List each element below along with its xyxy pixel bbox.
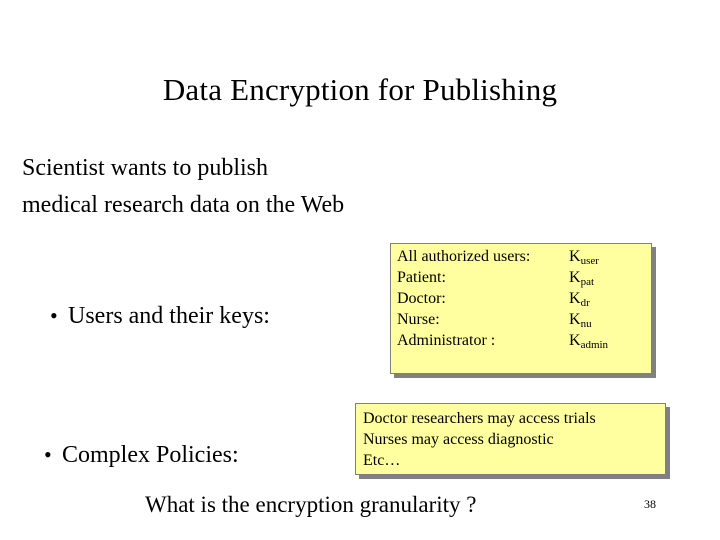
table-row: Administrator : Kadmin [397, 333, 645, 354]
bullet-complex-policies: • Complex Policies: [44, 442, 239, 469]
key-name-value: Kadmin [569, 333, 645, 354]
key-role-label: Patient: [397, 269, 446, 286]
key-name-value: Knu [569, 312, 645, 333]
table-row: All authorized users: Kuser [397, 249, 645, 270]
page-title: Data Encryption for Publishing [162, 72, 558, 107]
key-base: K [569, 290, 581, 307]
closing-question: What is the encryption granularity ? [145, 492, 477, 517]
table-row: Doctor: Kdr [397, 291, 645, 312]
intro-line-2: medical research data on the Web [22, 192, 345, 218]
bullet-marker-icon: • [50, 303, 58, 328]
key-subscript: user [580, 255, 599, 267]
key-subscript: admin [580, 339, 609, 351]
key-subscript: nu [580, 318, 592, 330]
key-base: K [569, 311, 581, 328]
bullet-policies-label: Complex Policies: [62, 442, 239, 468]
table-row: Nurse: Knu [397, 312, 645, 333]
key-name-value: Kpat [569, 270, 645, 291]
page-number: 38 [644, 497, 656, 511]
key-base: K [569, 332, 581, 349]
key-name-value: Kuser [569, 249, 645, 270]
keys-table: All authorized users: Kuser Patient: Kpa… [397, 249, 645, 354]
key-role-label: Doctor: [397, 290, 446, 307]
key-base: K [569, 269, 581, 286]
key-subscript: dr [580, 297, 590, 309]
bullet-users-label: Users and their keys: [68, 303, 270, 329]
policies-callout-box: Doctor researchers may access trials Nur… [355, 403, 666, 475]
keys-callout-box: All authorized users: Kuser Patient: Kpa… [390, 243, 652, 374]
table-row: Patient: Kpat [397, 270, 645, 291]
policy-line: Etc… [363, 452, 401, 470]
bullet-users-and-keys: • Users and their keys: [50, 303, 270, 330]
intro-line-1: Scientist wants to publish [22, 155, 268, 181]
policy-line: Doctor researchers may access trials [363, 410, 596, 427]
bullet-marker-icon: • [44, 442, 52, 467]
key-role-label: All authorized users: [397, 248, 531, 265]
key-subscript: pat [580, 276, 595, 288]
key-role-label: Nurse: [397, 311, 440, 328]
policy-line: Nurses may access diagnostic [363, 431, 554, 449]
key-role-label: Administrator : [397, 332, 496, 349]
key-base: K [569, 248, 581, 265]
key-name-value: Kdr [569, 291, 645, 312]
